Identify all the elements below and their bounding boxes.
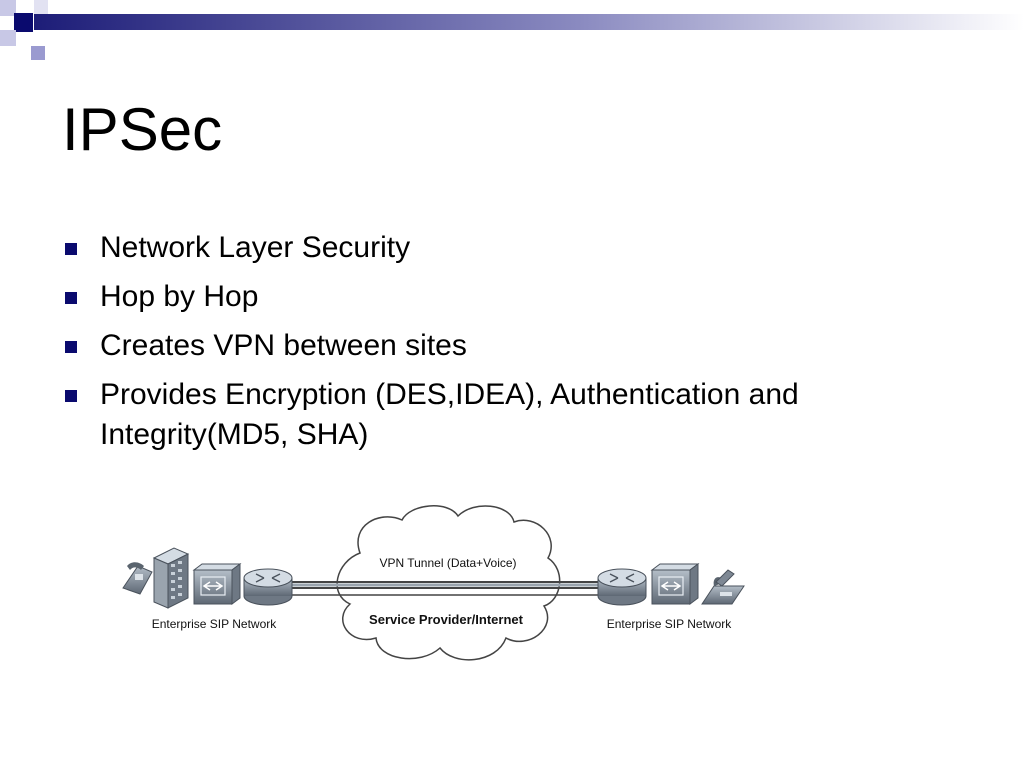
switch-icon — [650, 563, 700, 605]
right-site-label: Enterprise SIP Network — [607, 617, 732, 631]
vpn-tunnel-link — [286, 581, 602, 596]
header-decoration — [0, 0, 1024, 60]
bullet-text: Provides Encryption (DES,IDEA), Authenti… — [100, 378, 799, 451]
cloud-label: Service Provider/Internet — [369, 612, 524, 627]
deco-square-1 — [0, 0, 16, 16]
deco-square-5 — [31, 46, 45, 60]
deco-square-4 — [34, 0, 48, 14]
vpn-network-diagram: VPN Tunnel (Data+Voice) Service Provider… — [122, 505, 745, 661]
ip-phone-icon — [122, 562, 153, 595]
bullet-text: Network Layer Security — [100, 231, 411, 264]
left-site-label: Enterprise SIP Network — [152, 617, 277, 631]
bullet-item: Creates VPN between sites — [62, 326, 962, 366]
router-icon — [597, 568, 647, 606]
bullet-item: Network Layer Security — [62, 228, 962, 268]
bullet-item: Provides Encryption (DES,IDEA), Authenti… — [62, 375, 962, 455]
bullet-item: Hop by Hop — [62, 277, 962, 317]
router-icon — [243, 568, 293, 606]
switch-icon — [192, 563, 242, 605]
square-bullet-icon — [65, 341, 77, 353]
bullet-list: Network Layer Security Hop by Hop Create… — [62, 228, 962, 464]
deco-square-2 — [14, 13, 33, 32]
deco-square-3 — [0, 30, 16, 46]
bullet-text: Creates VPN between sites — [100, 329, 467, 362]
bullet-text: Hop by Hop — [100, 280, 259, 313]
square-bullet-icon — [65, 243, 77, 255]
square-bullet-icon — [65, 390, 77, 402]
building-icon — [152, 547, 190, 609]
square-bullet-icon — [65, 292, 77, 304]
tunnel-label: VPN Tunnel (Data+Voice) — [379, 556, 516, 570]
slide-title: IPSec — [62, 96, 223, 163]
ip-phone-icon — [701, 569, 745, 605]
